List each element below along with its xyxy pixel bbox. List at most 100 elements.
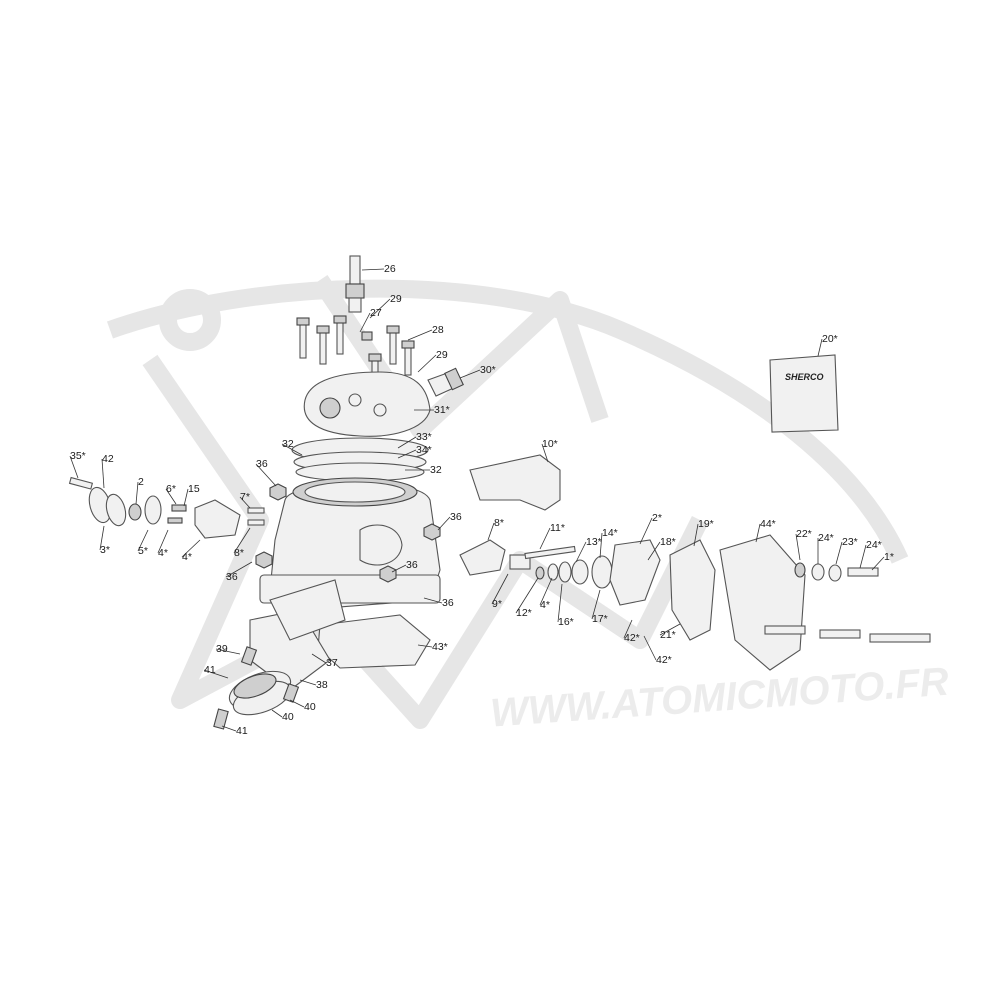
leader-line-51 [311, 653, 327, 664]
callout-label: 8* [494, 517, 504, 529]
exhaust-valve-cover-assembly [68, 476, 265, 539]
leader-line-39 [623, 619, 633, 639]
leader-line-55 [271, 709, 283, 718]
head-gaskets [291, 437, 429, 482]
callout-label: 12* [516, 607, 532, 619]
callout-label: 14* [602, 527, 618, 539]
leader-line-36 [591, 589, 601, 620]
leader-line-54 [203, 669, 229, 679]
callout-label: 43* [432, 641, 448, 653]
callout-label: 36 [256, 458, 268, 470]
leader-line-16 [423, 597, 443, 604]
callout-label: 42 [102, 453, 114, 465]
callout-label: 40 [304, 701, 316, 713]
leader-line-49 [817, 338, 823, 357]
leader-line-31 [515, 577, 539, 614]
cover-bolts [764, 562, 931, 643]
callout-label: 24* [818, 532, 834, 544]
callout-label: 21* [660, 629, 676, 641]
leader-line-2 [359, 312, 371, 333]
leader-line-12 [255, 463, 277, 487]
leader-line-1 [369, 298, 391, 319]
leader-line-19 [99, 525, 105, 551]
callout-label: 38 [316, 679, 328, 691]
leader-line-40 [643, 635, 657, 661]
callout-label: 32 [282, 438, 294, 450]
bracket [609, 539, 661, 606]
leader-line-30 [539, 527, 551, 550]
leader-line-21 [137, 529, 149, 552]
callout-label: 7* [240, 491, 250, 503]
leader-line-7 [397, 436, 417, 449]
leader-line-23 [157, 529, 169, 554]
leader-line-11 [541, 443, 549, 463]
callout-label: 40 [282, 711, 294, 723]
leader-line-47 [859, 544, 867, 569]
leader-line-37 [639, 517, 653, 545]
leader-line-18 [101, 458, 105, 489]
leader-line-14 [225, 561, 253, 578]
leader-line-28 [487, 522, 495, 541]
callout-label: 29 [390, 293, 402, 305]
callout-label: 2 [138, 476, 144, 488]
leader-line-13 [437, 516, 451, 531]
callout-label: 36 [450, 511, 462, 523]
leader-line-15 [391, 564, 407, 573]
callout-labels: 262927282930*31*33*34*323210*36363636363… [69, 263, 894, 737]
watermark-text: WWW.ATOMICMOTO.FR [489, 660, 950, 736]
leader-line-50 [417, 644, 433, 648]
leader-line-17 [69, 455, 79, 479]
leader-line-25 [181, 539, 201, 558]
callout-label: 42* [624, 632, 640, 644]
leader-line-34 [557, 583, 563, 623]
callout-label: 13* [586, 536, 602, 548]
callout-label: 36 [226, 571, 238, 583]
leader-line-38 [647, 541, 661, 561]
sealant-bag [769, 354, 839, 433]
callout-label: 32 [430, 464, 442, 476]
callout-label: 16* [558, 616, 574, 628]
leader-line-8 [397, 449, 417, 459]
water-pump-cover [719, 534, 806, 671]
leader-line-32 [539, 577, 553, 606]
leader-line-46 [835, 541, 843, 565]
callout-label: 35* [70, 450, 86, 462]
leader-line-29 [491, 573, 509, 605]
leader-line-42 [659, 623, 681, 636]
leader-line-53 [215, 648, 241, 655]
cylinder-head [303, 371, 431, 437]
callout-label: 10* [542, 438, 558, 450]
leader-line-3 [407, 329, 433, 341]
callout-label: 41 [204, 664, 216, 676]
temperature-sensor [427, 367, 464, 397]
leader-line-5 [459, 369, 481, 379]
callout-label: 36 [406, 559, 418, 571]
callout-label: 36 [442, 597, 454, 609]
callout-label: 31* [434, 404, 450, 416]
callout-label: 19* [698, 518, 714, 530]
callout-label: 3* [100, 544, 110, 556]
leader-line-57 [221, 725, 237, 732]
nuts [255, 483, 441, 583]
leader-line-26 [239, 496, 251, 509]
leader-line-24 [183, 488, 189, 507]
callout-label: 34* [416, 444, 432, 456]
callout-label: 15 [188, 483, 200, 495]
callout-label: 1* [884, 551, 894, 563]
intake-manifold [213, 579, 346, 730]
leader-line-35 [599, 532, 603, 559]
leader-line-22 [165, 488, 177, 505]
callout-label: 26 [384, 263, 396, 275]
leader-line-44 [795, 533, 801, 561]
callout-label: 6* [166, 483, 176, 495]
leader-line-48 [871, 556, 885, 571]
callout-label: 33* [416, 431, 432, 443]
callout-label: 2* [652, 512, 662, 524]
callout-label: 28 [432, 324, 444, 336]
callout-label: 27 [370, 307, 382, 319]
callout-label: 42* [656, 654, 672, 666]
callout-label: 39 [216, 643, 228, 655]
callout-label: 24* [866, 539, 882, 551]
leader-line-4 [417, 354, 437, 373]
leader-line-20 [135, 481, 139, 505]
